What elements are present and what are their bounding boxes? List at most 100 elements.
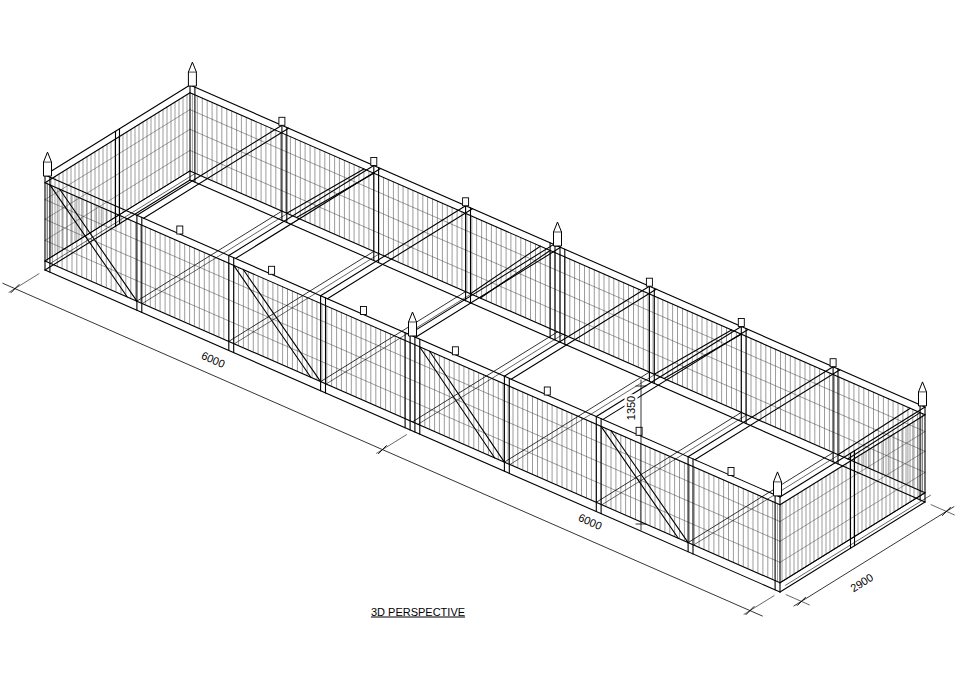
dimension-tick — [636, 524, 646, 525]
diagonal-brace — [234, 265, 311, 377]
mesh-bar — [111, 142, 112, 219]
mesh-bar — [806, 489, 807, 566]
mesh-bar — [184, 244, 185, 321]
mesh-bar — [522, 392, 523, 469]
mesh-bar — [145, 227, 146, 305]
mesh-bar — [733, 484, 734, 562]
mesh-bar — [189, 246, 190, 323]
post — [465, 206, 466, 301]
mesh-wire — [45, 129, 190, 219]
mesh-bar — [615, 433, 616, 510]
mesh-bar — [581, 418, 582, 495]
mesh-bar — [111, 212, 112, 289]
lifting-lug — [738, 319, 744, 327]
mesh-bar — [628, 285, 629, 362]
mesh-bar — [894, 434, 895, 511]
mesh-bar — [830, 474, 831, 551]
mesh-bar — [143, 122, 144, 199]
mesh-bar — [226, 109, 227, 186]
mesh-bar — [87, 157, 88, 234]
mesh-bar — [370, 326, 371, 403]
post — [233, 258, 234, 353]
mesh-bar — [824, 371, 825, 448]
top-beam — [504, 286, 649, 376]
dimension-label: 1350 — [625, 394, 638, 422]
dimension-line — [794, 507, 954, 606]
mesh-bar — [498, 381, 499, 458]
mesh-bar — [175, 102, 176, 179]
mesh-bar — [238, 268, 239, 345]
post — [688, 457, 689, 552]
mesh-bar — [609, 276, 610, 353]
diagonal-brace — [430, 351, 505, 462]
mesh-bar — [457, 210, 458, 287]
mesh-bar — [354, 165, 355, 242]
mesh-bar — [368, 171, 369, 248]
mesh-bar — [922, 417, 923, 494]
mesh-bar — [359, 167, 360, 244]
mesh-bar — [834, 471, 835, 548]
post — [601, 419, 602, 514]
mesh-bar — [751, 339, 752, 416]
mesh-bar — [794, 496, 795, 574]
post — [833, 367, 834, 462]
mesh-bar — [422, 195, 423, 272]
rail — [45, 93, 190, 183]
mesh-bar — [459, 364, 460, 441]
post-finial — [554, 232, 562, 233]
post — [141, 217, 142, 312]
mesh-bar — [618, 281, 619, 358]
mesh-bar — [786, 501, 787, 578]
mesh-bar — [682, 309, 683, 386]
mesh-bar — [510, 233, 511, 310]
mesh-bar — [365, 323, 366, 401]
mesh-bar — [468, 368, 469, 445]
top-beam — [236, 169, 381, 259]
mesh-bar — [312, 300, 313, 377]
mesh-bar — [253, 274, 254, 351]
lifting-lug — [177, 226, 183, 234]
mesh-bar — [785, 354, 786, 431]
dimension-label: 6000 — [197, 348, 228, 371]
mesh-bar — [314, 148, 315, 225]
top-beam — [327, 209, 472, 299]
mesh-bar — [508, 386, 509, 463]
diagonal-brace — [601, 426, 678, 538]
post — [419, 339, 420, 434]
mesh-bar — [798, 494, 799, 571]
mesh-bar — [258, 276, 259, 353]
mesh-bar — [223, 261, 224, 338]
mesh-bar — [300, 141, 301, 218]
mesh-bar — [584, 266, 585, 344]
post — [550, 243, 551, 338]
dimension-label: 6000 — [574, 510, 605, 533]
diagonal-brace — [60, 189, 137, 301]
mesh-bar — [503, 384, 504, 461]
lifting-lug — [452, 347, 458, 355]
post — [504, 376, 505, 471]
mesh-bar — [496, 227, 497, 304]
mesh-bar — [356, 319, 357, 396]
mesh-bar — [434, 353, 435, 430]
extension-line — [9, 274, 39, 293]
mesh-bar — [295, 139, 296, 216]
mesh-bar — [51, 179, 52, 256]
mesh-bar — [263, 278, 264, 355]
mesh-bar — [890, 437, 891, 514]
mesh-bar — [265, 126, 266, 203]
mesh-bar — [736, 332, 737, 409]
mesh-bar — [853, 384, 854, 461]
post-finial — [409, 312, 417, 336]
mesh-bar — [660, 452, 661, 529]
mesh-wire — [45, 200, 780, 522]
mesh-bar — [819, 369, 820, 446]
post-finial — [44, 162, 52, 163]
mesh-bar — [169, 238, 170, 315]
mesh-bar — [775, 349, 776, 426]
mesh-bar — [902, 429, 903, 506]
mesh-bar — [319, 150, 320, 227]
mesh-bar — [542, 401, 543, 478]
lifting-lug — [279, 117, 285, 125]
mesh-bar — [437, 201, 438, 279]
extension-line — [377, 435, 407, 454]
